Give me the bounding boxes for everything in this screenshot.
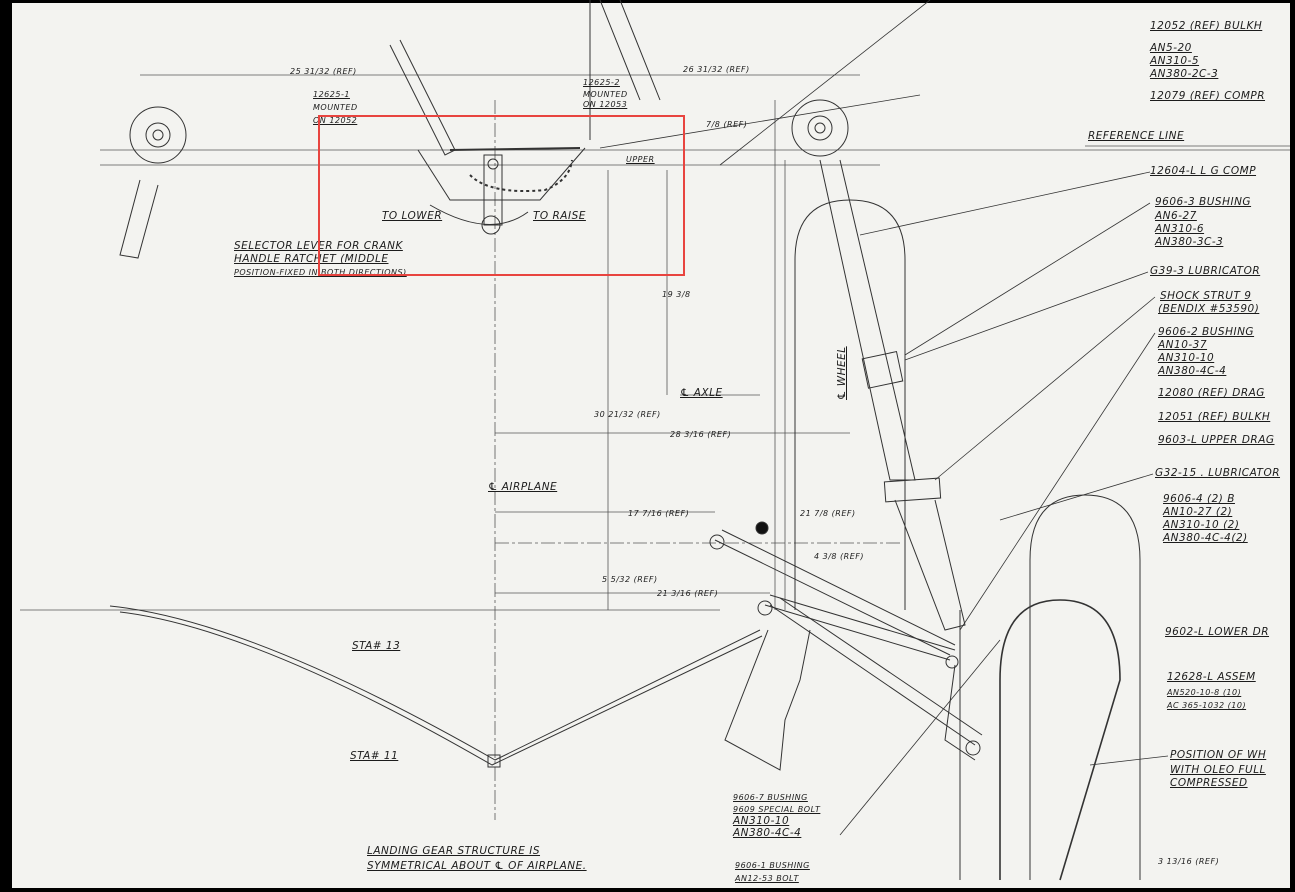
- part-label: 12625-2: [583, 78, 620, 87]
- dimension-label: 26 31/32 (REF): [683, 65, 750, 74]
- part-label: AN310-10: [733, 815, 790, 827]
- dimension-label: 19 3/8: [662, 290, 691, 299]
- part-label: SHOCK STRUT 9: [1160, 290, 1252, 302]
- part-label: AN310-6: [1155, 223, 1205, 235]
- part-label: 12079 (REF) COMPR: [1150, 90, 1266, 102]
- drag-links: [709, 521, 983, 771]
- part-label: 12625-1: [313, 90, 350, 99]
- part-label: G32-15 . LUBRICATOR: [1155, 467, 1281, 479]
- highlight-box: [318, 115, 685, 276]
- centerline-wheel-label: ℄ WHEEL: [836, 346, 848, 400]
- part-label: MOUNTED: [583, 90, 628, 99]
- part-label: 12628-L ASSEM: [1167, 671, 1256, 683]
- paper: [12, 3, 1290, 888]
- leader-lines: [599, 0, 1169, 836]
- part-label: 9609 SPECIAL BOLT: [733, 805, 821, 814]
- part-label: AN310-5: [1150, 55, 1200, 67]
- part-label: 9603-L UPPER DRAG: [1158, 434, 1275, 446]
- part-label: AN380-4C-4: [733, 827, 802, 839]
- reference-lines: [20, 74, 1290, 820]
- part-label: ON 12053: [583, 100, 628, 109]
- part-label: AN310-10 (2): [1163, 519, 1240, 531]
- station-label: STA# 11: [350, 750, 399, 762]
- dimension-label: 21 3/16 (REF): [657, 589, 719, 598]
- part-label: 9606-4 (2) B: [1163, 493, 1235, 505]
- part-label: AN380-2C-3: [1150, 68, 1219, 80]
- wheel-outline: [959, 494, 1141, 881]
- part-label: 12052 (REF) BULKH: [1150, 20, 1263, 32]
- to-raise-label: TO RAISE: [533, 210, 586, 222]
- dimension-label: 17 7/16 (REF): [628, 509, 690, 518]
- station-label: STA# 13: [352, 640, 401, 652]
- part-label: 12604-L L G COMP: [1150, 165, 1257, 177]
- part-label: AN380-4C-4(2): [1163, 532, 1248, 544]
- part-label: AN6-27: [1155, 210, 1197, 222]
- fuselage-frame: [109, 605, 763, 768]
- part-label: AN5-20: [1150, 42, 1192, 54]
- symmetry-note: LANDING GEAR STRUCTURE IS: [367, 845, 541, 857]
- to-lower-label: TO LOWER: [382, 210, 443, 222]
- dimension-label: 28 3/16 (REF): [670, 430, 732, 439]
- symmetry-note: SYMMETRICAL ABOUT ℄ OF AIRPLANE.: [367, 860, 587, 872]
- part-label: AN520-10-8 (10): [1167, 688, 1242, 697]
- centerline-airplane-label: ℄ AIRPLANE: [488, 481, 558, 493]
- dimension-label: 7/8 (REF): [706, 120, 748, 129]
- dimension-label: 5 5/32 (REF): [602, 575, 658, 584]
- part-label: 12051 (REF) BULKH: [1158, 411, 1271, 423]
- part-label: 9602-L LOWER DR: [1165, 626, 1270, 638]
- shock-strut: [794, 159, 966, 631]
- part-label: AN12-53 BOLT: [735, 874, 799, 883]
- reference-line-label: REFERENCE LINE: [1088, 130, 1185, 142]
- part-label: AN10-37: [1158, 339, 1208, 351]
- part-label: 12080 (REF) DRAG: [1158, 387, 1265, 399]
- part-label: AN10-27 (2): [1163, 506, 1233, 518]
- part-label: AN310-10: [1158, 352, 1215, 364]
- part-label: 9606-7 BUSHING: [733, 793, 808, 802]
- part-label: AC 365-1032 (10): [1167, 701, 1247, 710]
- upper-label: UPPER: [626, 155, 655, 164]
- part-label: 9606-3 BUSHING: [1155, 196, 1252, 208]
- dimension-label: 3 13/16 (REF): [1158, 857, 1220, 866]
- part-label: 9606-2 BUSHING: [1158, 326, 1255, 338]
- centerline-axle-label: ℄ AXLE: [680, 387, 723, 399]
- dimension-label: 30 21/32 (REF): [594, 410, 661, 419]
- part-label: ON 12052: [313, 116, 358, 125]
- part-label: AN380-3C-3: [1155, 236, 1224, 248]
- part-label: MOUNTED: [313, 103, 358, 112]
- note-label: COMPRESSED: [1170, 777, 1248, 789]
- note-label: POSITION OF WH: [1170, 749, 1267, 761]
- part-label: (BENDIX #53590): [1158, 303, 1260, 315]
- part-label: G39-3 LUBRICATOR: [1150, 265, 1261, 277]
- part-label: AN380-4C-4: [1158, 365, 1227, 377]
- dimension-label: 25 31/32 (REF): [290, 67, 357, 76]
- part-label: 9606-1 BUSHING: [735, 861, 810, 870]
- selector-note: POSITION-FIXED IN BOTH DIRECTIONS): [234, 268, 407, 277]
- note-label: WITH OLEO FULL: [1170, 764, 1266, 776]
- dimension-label: 4 3/8 (REF): [814, 552, 865, 561]
- dimension-label: 21 7/8 (REF): [800, 509, 856, 518]
- selector-note: HANDLE RATCHET (MIDDLE: [234, 253, 389, 265]
